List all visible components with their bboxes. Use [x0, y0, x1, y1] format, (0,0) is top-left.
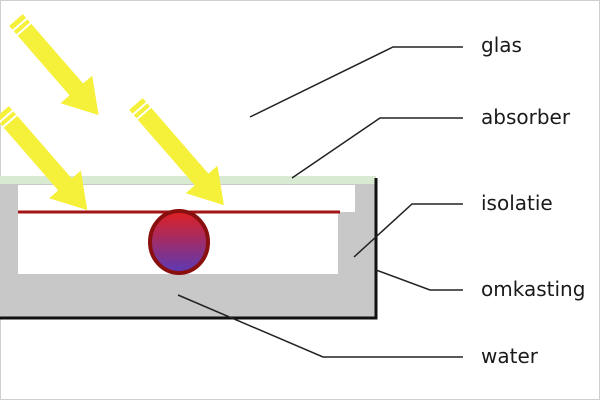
label-glas: glas [481, 33, 522, 57]
leader-line-omkasting [375, 269, 463, 291]
glass-cover [0, 176, 376, 184]
water-pipe [148, 209, 210, 275]
leader-line-isolatie [353, 203, 463, 258]
leader-line-absorber [291, 117, 463, 179]
leader-line-water [177, 294, 463, 358]
label-absorber: absorber [481, 105, 571, 129]
label-omkasting: omkasting [481, 277, 585, 301]
insulation [0, 178, 376, 318]
sun-arrow-3 [129, 98, 224, 206]
label-water: water [481, 344, 539, 368]
leader-line-glas [249, 46, 463, 118]
sun-arrow-1 [9, 14, 99, 116]
casing [0, 178, 378, 320]
sun-arrow-2 [0, 106, 88, 211]
label-isolatie: isolatie [481, 191, 553, 215]
